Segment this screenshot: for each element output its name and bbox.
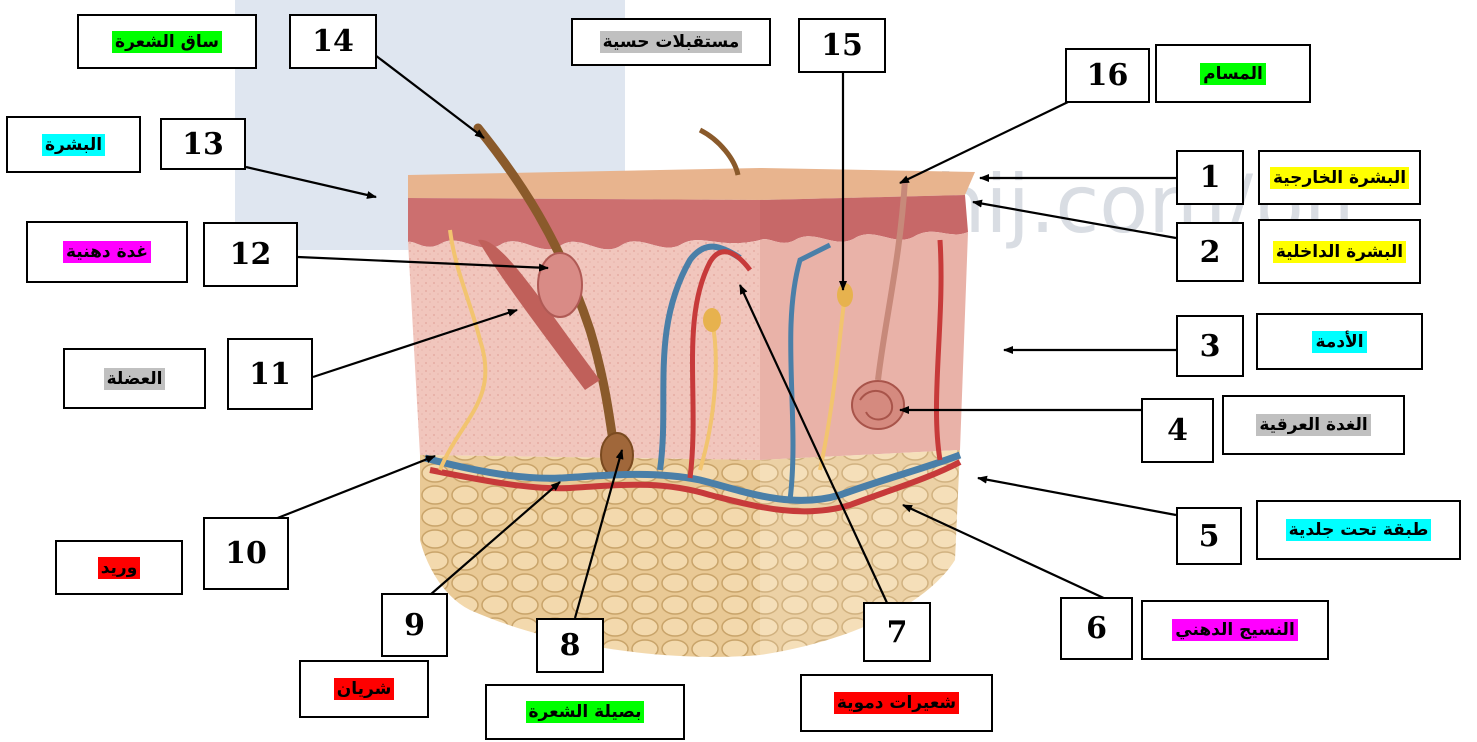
number-box-6: 6 [1060, 597, 1133, 660]
label-muscle: العضلة [63, 348, 206, 409]
label-pore: المسام [1155, 44, 1311, 103]
label-text: غدة دهنية [63, 241, 151, 263]
label-text: الغدة العرقية [1256, 414, 1370, 436]
number-box-7: 7 [863, 602, 931, 662]
label-adipose-tissue: النسيج الدهني [1141, 600, 1329, 660]
label-text: ساق الشعرة [112, 31, 222, 53]
number-box-3: 3 [1176, 315, 1244, 377]
sensory-receptor [837, 283, 853, 307]
number-box-2: 2 [1176, 222, 1244, 282]
label-hair-follicle: بصيلة الشعرة [485, 684, 685, 740]
label-text: طبقة تحت جلدية [1286, 519, 1432, 541]
number-box-11: 11 [227, 338, 313, 410]
label-inner-epidermis: البشرة الداخلية [1258, 219, 1421, 284]
arrow-5 [978, 478, 1176, 515]
number-box-8: 8 [536, 618, 604, 673]
label-text: البشرة [42, 134, 105, 156]
number-box-4: 4 [1141, 398, 1214, 463]
label-text: النسيج الدهني [1172, 619, 1298, 641]
label-text: بصيلة الشعرة [526, 701, 645, 723]
number-box-15: 15 [798, 18, 886, 73]
label-epidermis: البشرة [6, 116, 141, 173]
label-artery: شريان [299, 660, 429, 718]
label-capillaries: شعيرات دموية [800, 674, 993, 732]
sensory-receptor-2 [703, 308, 721, 332]
label-text: البشرة الخارجية [1270, 167, 1409, 189]
number-box-10: 10 [203, 517, 289, 590]
number-box-9: 9 [381, 593, 448, 657]
label-sweat-gland: الغدة العرقية [1222, 395, 1405, 455]
label-text: العضلة [104, 368, 166, 390]
arrow-10 [275, 456, 435, 519]
label-vein: وريد [55, 540, 183, 595]
label-sebaceous-gland: غدة دهنية [26, 221, 188, 283]
number-box-5: 5 [1176, 507, 1242, 565]
label-text: الأدمة [1312, 331, 1366, 353]
label-sensory-receptors: مستقبلات حسية [571, 18, 771, 66]
label-text: شعيرات دموية [834, 692, 959, 714]
label-text: شريان [334, 678, 395, 700]
label-dermis: الأدمة [1256, 313, 1423, 370]
label-subcutaneous-layer: طبقة تحت جلدية [1256, 500, 1461, 560]
label-text: البشرة الداخلية [1273, 241, 1406, 263]
number-box-13: 13 [160, 118, 246, 170]
label-text: مستقبلات حسية [600, 31, 743, 53]
number-box-1: 1 [1176, 150, 1244, 205]
number-box-16: 16 [1065, 48, 1150, 103]
label-hair-shaft: ساق الشعرة [77, 14, 257, 69]
label-text: المسام [1200, 63, 1266, 85]
label-outer-epidermis: البشرة الخارجية [1258, 150, 1421, 205]
number-box-14: 14 [289, 14, 377, 69]
label-text: وريد [98, 557, 141, 579]
sebaceous-gland [538, 253, 582, 317]
number-box-12: 12 [203, 222, 298, 287]
